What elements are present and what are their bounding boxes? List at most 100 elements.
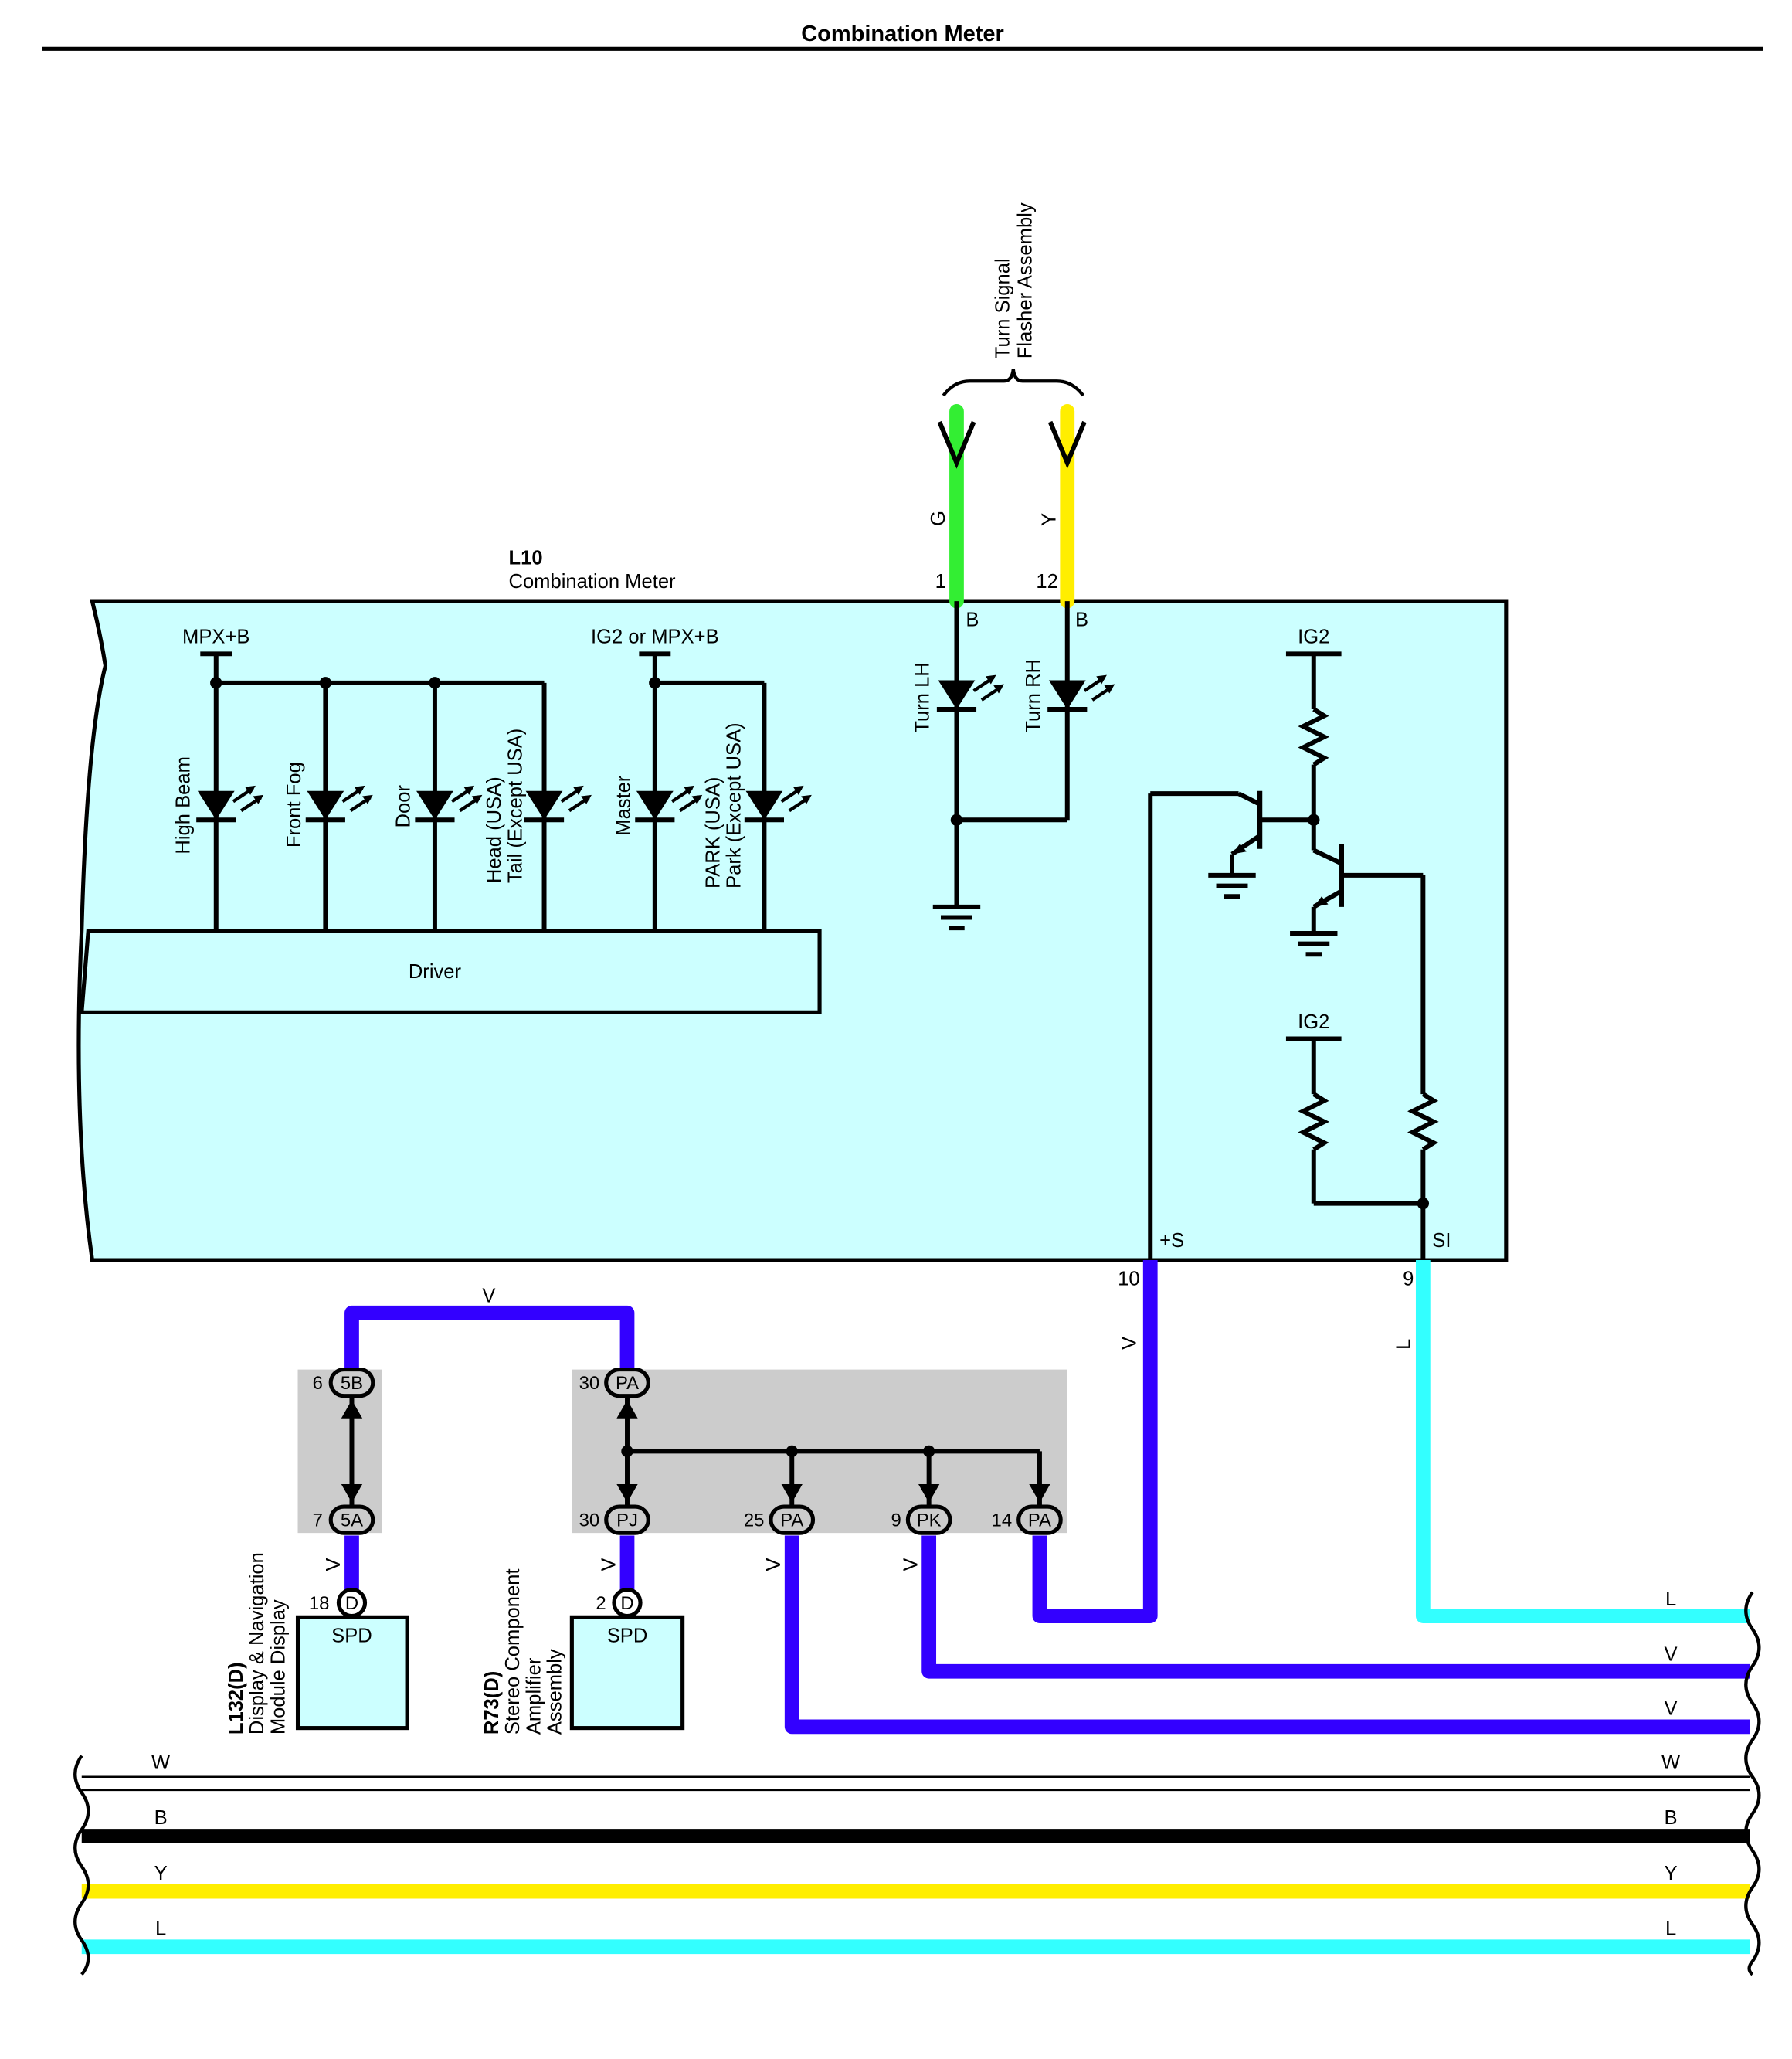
lamp-label-park-usa: PARK (USA) [702,776,724,888]
connector-pa-25: PA [769,1504,816,1535]
pin-si-label: SI [1432,1230,1451,1252]
led-master [635,785,703,823]
pin-7: 7 [313,1510,323,1531]
bus-label-w-right: W [1661,1752,1681,1774]
lamp-label-front-fog: Front Fog [283,762,305,848]
led-turn-lh [936,674,1004,712]
wire-label-g: G [928,511,949,526]
wire-label-v-pk: V [900,1558,921,1571]
svg-text:PA: PA [1028,1510,1051,1531]
connector-5a: 5A [328,1504,375,1535]
ig2-label-top: IG2 [1298,627,1329,648]
right-label-l: L [1665,1588,1676,1610]
amp-code: R73(D) [481,1671,503,1735]
ig2-label-bottom: IG2 [1298,1011,1329,1033]
pin-2: 2 [596,1593,606,1614]
pin-s-label: +S [1159,1230,1184,1252]
connector-g-icon [937,420,976,469]
svg-text:PA: PA [780,1510,803,1531]
turn-lh-label: Turn LH [912,662,934,732]
wire-label-v-pin10: V [1118,1337,1140,1350]
break-line-right [1744,1591,1761,1976]
break-line-left [73,1755,90,1976]
pin-30-top: 30 [579,1373,600,1394]
violet-wires [344,1260,1750,1735]
page-title: Combination Meter [801,22,1004,46]
power-mpxb-label: MPX+B [182,627,249,648]
speed-output-circuit [1148,651,1439,1261]
pin-6: 6 [313,1373,323,1394]
led-head-tail [524,785,592,823]
driver-box [79,929,822,1014]
pin-9: 9 [1403,1268,1414,1289]
turn-rh-label: Turn RH [1023,659,1044,733]
svg-text:5A: 5A [341,1510,363,1531]
wire-label-v-top: V [482,1286,495,1307]
connector-pa-top: PA [604,1368,650,1398]
bus-label-y-right: Y [1665,1863,1678,1884]
connector-b-1: B [966,609,979,630]
bus-label-l-right: L [1665,1918,1676,1939]
cyan-wire-si [1415,1260,1750,1624]
driver-label: Driver [409,961,462,983]
pin-18: 18 [309,1593,330,1614]
display-name-1: Display & Navigation [246,1552,268,1735]
connector-5b: 5B [328,1368,375,1398]
bus-label-l-left: L [155,1918,166,1939]
wire-label-v-pa25: V [763,1558,785,1571]
svg-text:D: D [620,1593,633,1614]
pin-10: 10 [1118,1268,1139,1289]
connector-b-2: B [1075,609,1088,630]
svg-text:5B: 5B [341,1373,363,1394]
junction-2-internal [616,1397,1050,1506]
flasher-label-line1: Turn Signal [993,258,1014,358]
display-module: D SPD [295,1587,409,1731]
amp-name-2: Amplifier [523,1657,545,1735]
display-code: L132(D) [226,1662,247,1735]
pin-1: 1 [935,571,946,593]
lamp-label-park-except-usa: Park (Except USA) [724,722,745,888]
pin-14: 14 [992,1510,1013,1531]
amp-name-3: Assembly [545,1649,566,1735]
led-front-fog [305,785,373,823]
pin-30-pj: 30 [579,1510,600,1531]
led-park [744,785,812,823]
led-door [415,785,483,823]
svg-text:D: D [345,1593,358,1614]
wire-label-v-pj: V [599,1558,620,1571]
svg-text:SPD: SPD [607,1626,648,1647]
svg-text:PK: PK [917,1510,942,1531]
svg-text:PA: PA [616,1373,639,1394]
svg-text:PJ: PJ [616,1510,638,1531]
bus-label-w-left: W [151,1752,171,1774]
bus-label-y-left: Y [154,1863,168,1884]
lamp-label-tail-except-usa: Tail (Except USA) [505,729,527,883]
flasher-label-line2: Flasher Assembly [1015,202,1037,358]
svg-text:SPD: SPD [331,1626,372,1647]
lamp-label-head-usa: Head (USA) [484,776,505,883]
wire-label-v-5a: V [323,1558,344,1571]
pin-25: 25 [744,1510,765,1531]
power-ig2-mpxb-label: IG2 or MPX+B [591,627,719,648]
led-turn-rh [1047,674,1115,712]
junction-1-internal [341,1397,363,1506]
right-label-v-2: V [1665,1698,1678,1720]
connector-pa-14: PA [1016,1504,1063,1535]
pin-9-pk: 9 [891,1510,901,1531]
flasher-brace [942,369,1084,397]
meter-name: Combination Meter [508,571,676,593]
connector-pk: PK [905,1504,952,1535]
lamp-label-master: Master [613,775,634,836]
wire-label-l-pin9: L [1393,1339,1414,1350]
lamp-label-door: Door [393,785,415,828]
meter-code: L10 [508,547,542,569]
led-high-beam [196,785,264,823]
stereo-amplifier: D SPD [569,1587,685,1731]
pin-12: 12 [1036,571,1057,593]
connector-pj: PJ [604,1504,650,1535]
bus-wire-white [81,1775,1750,1792]
amp-name-1: Stereo Component [502,1568,524,1735]
bus-label-b-left: B [154,1807,168,1829]
lamp-label-high-beam: High Beam [173,756,195,855]
